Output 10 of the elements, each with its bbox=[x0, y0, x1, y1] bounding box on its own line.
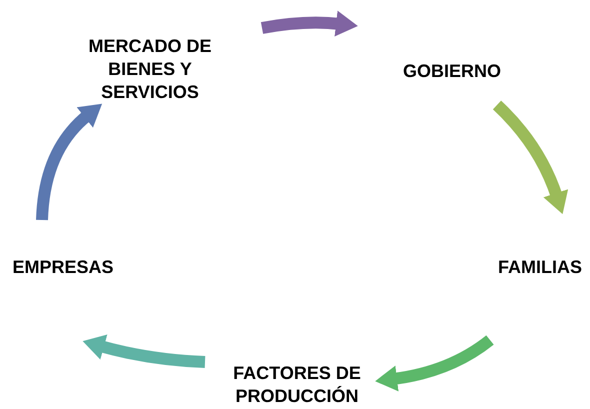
curved-arrow bbox=[492, 100, 568, 214]
node-label: MERCADO DE BIENES Y SERVICIOS bbox=[75, 35, 225, 104]
node-label: FAMILIAS bbox=[490, 256, 590, 279]
node-label: FACTORES DE PRODUCCIÓN bbox=[222, 362, 372, 408]
curved-arrow bbox=[36, 103, 102, 220]
curved-arrow bbox=[82, 334, 206, 368]
node-label: GOBIERNO bbox=[392, 60, 512, 83]
curved-arrow bbox=[375, 335, 494, 392]
curved-arrow bbox=[260, 10, 358, 37]
node-label: EMPRESAS bbox=[8, 256, 118, 279]
